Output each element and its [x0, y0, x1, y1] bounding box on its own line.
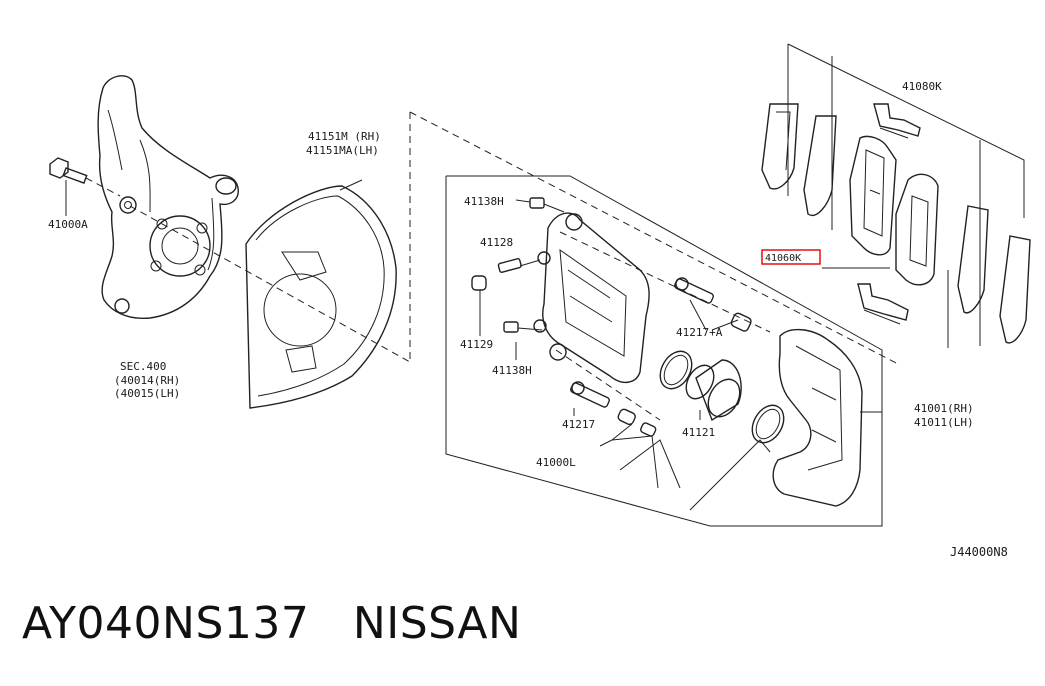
pad-shim-inner-1 — [957, 205, 989, 314]
label-bolt-top: 41138H — [464, 195, 504, 208]
guide-pin-boot-bottom — [617, 408, 657, 437]
brake-pad-inner — [895, 173, 939, 286]
pad-clip-bottom — [857, 283, 909, 325]
bleeder-screw — [497, 258, 541, 273]
label-bolt-bottom: 41138H — [492, 364, 532, 377]
label-plate-rh: 41151M (RH) — [308, 130, 381, 143]
pad-shim-outer-1 — [761, 103, 799, 190]
knuckle-bolt-41000a — [49, 157, 121, 216]
label-bracket-rh: 41001(RH) — [914, 402, 974, 415]
label-piston: 41121 — [682, 426, 715, 439]
label-knuckle-bolt: 41000A — [48, 218, 88, 231]
caliper-body — [533, 212, 650, 383]
brake-pad-outer — [849, 135, 897, 256]
brand-name: NISSAN — [352, 598, 522, 649]
label-caliper-assy: 41000L — [536, 456, 576, 469]
label-cap: 41129 — [460, 338, 493, 351]
guide-pin-bottom — [570, 381, 610, 408]
brake-dust-shield — [245, 179, 397, 409]
label-knuckle-lh: (40015(LH) — [114, 387, 180, 400]
part-number: AY040NS137 — [22, 598, 310, 649]
label-pin-bottom: 41217 — [562, 418, 595, 431]
part-caption: AY040NS137 NISSAN — [22, 598, 521, 649]
piston-seal — [659, 350, 693, 390]
pad-shim-outer-2 — [803, 115, 837, 217]
piston-boot — [751, 404, 785, 444]
caliper-bolt-bottom — [503, 321, 543, 333]
pad-set-highlight — [761, 249, 821, 265]
guide-pin-top — [674, 277, 714, 304]
caliper-bolt-top — [529, 197, 565, 213]
pad-kit-frame — [787, 43, 1025, 348]
label-pad-set: 41060K — [765, 253, 801, 264]
label-bracket-lh: 41011(LH) — [914, 416, 974, 429]
label-knuckle-rh: (40014(RH) — [114, 374, 180, 387]
label-knuckle-sec: SEC.400 — [120, 360, 166, 373]
caliper-bracket — [772, 329, 863, 507]
guide-pin-boot-top — [730, 312, 752, 332]
caliper-assembly-frame — [445, 175, 883, 527]
diagram-reference-code: J44000N8 — [950, 545, 1008, 559]
pad-shim-inner-2 — [999, 235, 1031, 344]
label-bleeder: 41128 — [480, 236, 513, 249]
caliper-piston — [685, 359, 742, 422]
label-pad-kit: 41080K — [902, 80, 942, 93]
pad-clip-top — [873, 103, 921, 139]
label-pin-top: 41217+A — [676, 326, 723, 339]
steering-knuckle — [97, 75, 239, 319]
bleeder-cap — [471, 275, 487, 291]
label-plate-lh: 41151MA(LH) — [306, 144, 379, 157]
